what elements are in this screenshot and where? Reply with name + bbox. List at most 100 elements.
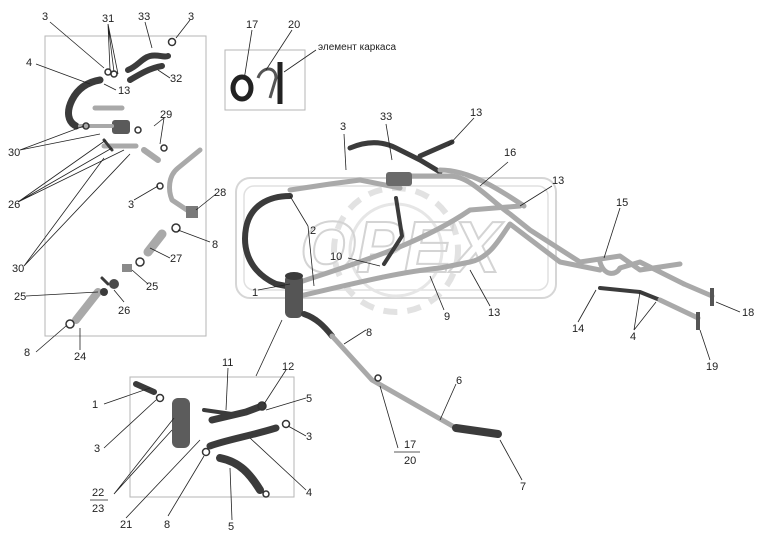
callout-labels: 3 31 33 3 17 20 4 32 13 29 30 26 3 28 8 …: [8, 11, 754, 533]
callout-label: 3: [128, 199, 134, 211]
callout-label: 13: [552, 175, 564, 187]
clamp-3-right: [281, 419, 291, 429]
clamp-detail: [230, 62, 283, 104]
callout-label: 8: [212, 239, 218, 251]
fitting-28: [186, 206, 198, 218]
leader-lines: [17, 19, 741, 521]
callout-label: 8: [24, 347, 30, 359]
fraction-numerator: 17: [404, 439, 416, 451]
hose-24: [72, 288, 102, 324]
callout-label: 9: [444, 311, 450, 323]
pipe-13: [297, 221, 603, 299]
callout-label: 3: [94, 443, 100, 455]
callout-label: 26: [8, 199, 20, 211]
bottom-detail-parts: [133, 381, 291, 498]
callout-label: 21: [120, 519, 132, 531]
callout-label: 17: [246, 19, 258, 31]
valve-26: [109, 279, 119, 289]
detail-frame-clamp: [224, 49, 306, 111]
callout-label: 19: [706, 361, 718, 373]
fraction-denominator: 23: [92, 503, 104, 515]
clamp-17-20: [374, 374, 382, 382]
callout-label: 13: [118, 85, 130, 97]
fraction-22-23: 22 23: [90, 487, 108, 515]
hose-14: [598, 286, 662, 302]
clamp-3-mid: [156, 182, 164, 190]
hose-13-top: [417, 139, 455, 159]
pipe-6: [329, 333, 459, 431]
callout-label: 28: [214, 187, 226, 199]
callout-label: 10: [330, 251, 342, 263]
clamp-bracket-20: [256, 67, 278, 99]
detail-frame-bottom: [129, 376, 295, 498]
hose-5-detail: [216, 454, 264, 494]
callout-label: 7: [520, 481, 526, 493]
clamp-5b-detail: [262, 490, 270, 498]
callout-label: 25: [146, 281, 158, 293]
callout-label: 2: [310, 225, 316, 237]
callout-label: 5: [306, 393, 312, 405]
hose-33-main: [347, 140, 443, 175]
pipe-15: [597, 259, 687, 287]
note-frame-element: элемент каркаса: [318, 42, 396, 53]
hose-27: [143, 229, 167, 257]
clamp-29b: [160, 144, 168, 152]
callout-label: 5: [228, 521, 234, 533]
callout-label: 16: [504, 147, 516, 159]
heater-unit-detail: [172, 398, 190, 448]
callout-label: 3: [306, 431, 312, 443]
clamp-5-detail: [257, 401, 267, 411]
tube-28: [167, 147, 203, 215]
pipe-19: [657, 297, 701, 321]
hose-1-detail: [133, 381, 157, 395]
hose-8-main: [301, 311, 335, 339]
clamp-8c: [65, 319, 75, 329]
callout-label: 1: [252, 287, 258, 299]
hose-32: [127, 63, 165, 83]
callout-label: 31: [102, 13, 114, 25]
fraction-numerator: 22: [92, 487, 104, 499]
callout-label: 15: [616, 197, 628, 209]
tee-fitting: [112, 120, 130, 134]
callout-label: 18: [742, 307, 754, 319]
clamp-29: [134, 126, 142, 134]
callout-label: 27: [170, 253, 182, 265]
clamp-8: [171, 223, 181, 233]
callout-label: 4: [306, 487, 312, 499]
callout-label: 11: [222, 357, 233, 369]
detail-frame-left: [44, 35, 207, 337]
heater-unit: [285, 274, 303, 318]
callout-label: 24: [74, 351, 86, 363]
clamp-8-detail: [201, 447, 211, 457]
callout-label: 25: [14, 291, 26, 303]
pipe-18: [681, 281, 715, 299]
clamp-3-detail: [155, 393, 165, 403]
valve-handle-26: [100, 276, 110, 286]
hose-10: [382, 196, 404, 266]
callout-label: 33: [138, 11, 150, 23]
clamp-8b: [135, 257, 145, 267]
callout-label: 30: [12, 263, 24, 275]
callout-label: 3: [42, 11, 48, 23]
hose-1: [242, 193, 299, 291]
callout-label: 29: [160, 109, 172, 121]
hose-33: [125, 52, 171, 73]
callout-label: 33: [380, 111, 392, 123]
callout-label: 8: [164, 519, 170, 531]
tube-29: [141, 147, 161, 163]
hose-4-detail: [206, 424, 280, 450]
heater-cap: [285, 272, 303, 280]
fitting-24: [100, 288, 108, 296]
callout-label: 4: [630, 331, 636, 343]
callout-label: 26: [118, 305, 130, 317]
callout-label: 3: [188, 11, 194, 23]
callout-label: 4: [26, 57, 32, 69]
callout-label: 14: [572, 323, 584, 335]
callout-label: 8: [366, 327, 372, 339]
main-pipe-routing: [242, 139, 715, 438]
fitting-25: [122, 264, 132, 272]
callout-label: 30: [8, 147, 20, 159]
hose-4: [65, 76, 104, 130]
callout-label: 20: [288, 19, 300, 31]
